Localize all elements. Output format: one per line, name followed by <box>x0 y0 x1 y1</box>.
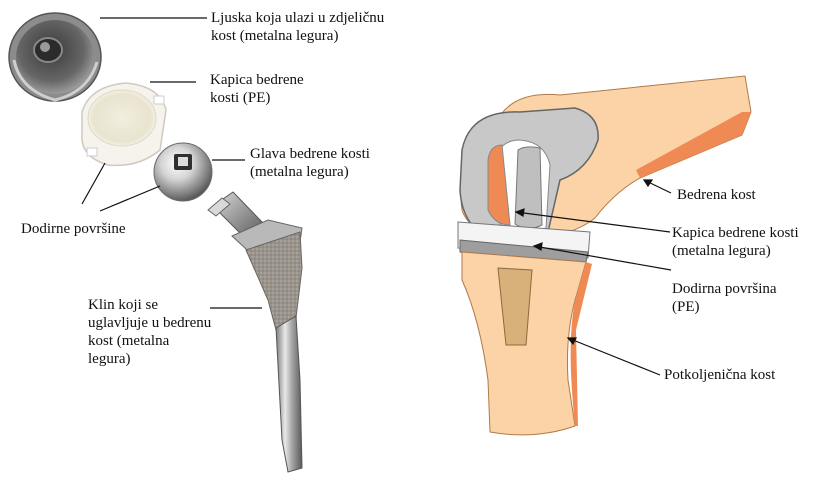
label-liner: Kapica bedrene kosti (PE) <box>210 71 304 107</box>
label-tibia: Potkoljenična kost <box>664 366 775 384</box>
label-femur: Bedrena kost <box>677 186 756 204</box>
femoral-stem <box>208 192 302 472</box>
femoral-head <box>154 143 212 201</box>
label-surfaces: Dodirne površine <box>21 220 126 238</box>
label-head: Glava bedrene kosti (metalna legura) <box>250 145 370 181</box>
label-femoral-cap: Kapica bedrene kosti (metalna legura) <box>672 224 799 260</box>
femoral-liner <box>82 83 166 165</box>
label-stem: Klin koji se uglavljuje u bedrenu kost (… <box>88 296 211 368</box>
acetabular-cup <box>9 13 101 101</box>
label-cup: Ljuska koja ulazi u zdjeličnu kost (meta… <box>211 9 384 45</box>
label-surface: Dodirna površina (PE) <box>672 280 777 316</box>
